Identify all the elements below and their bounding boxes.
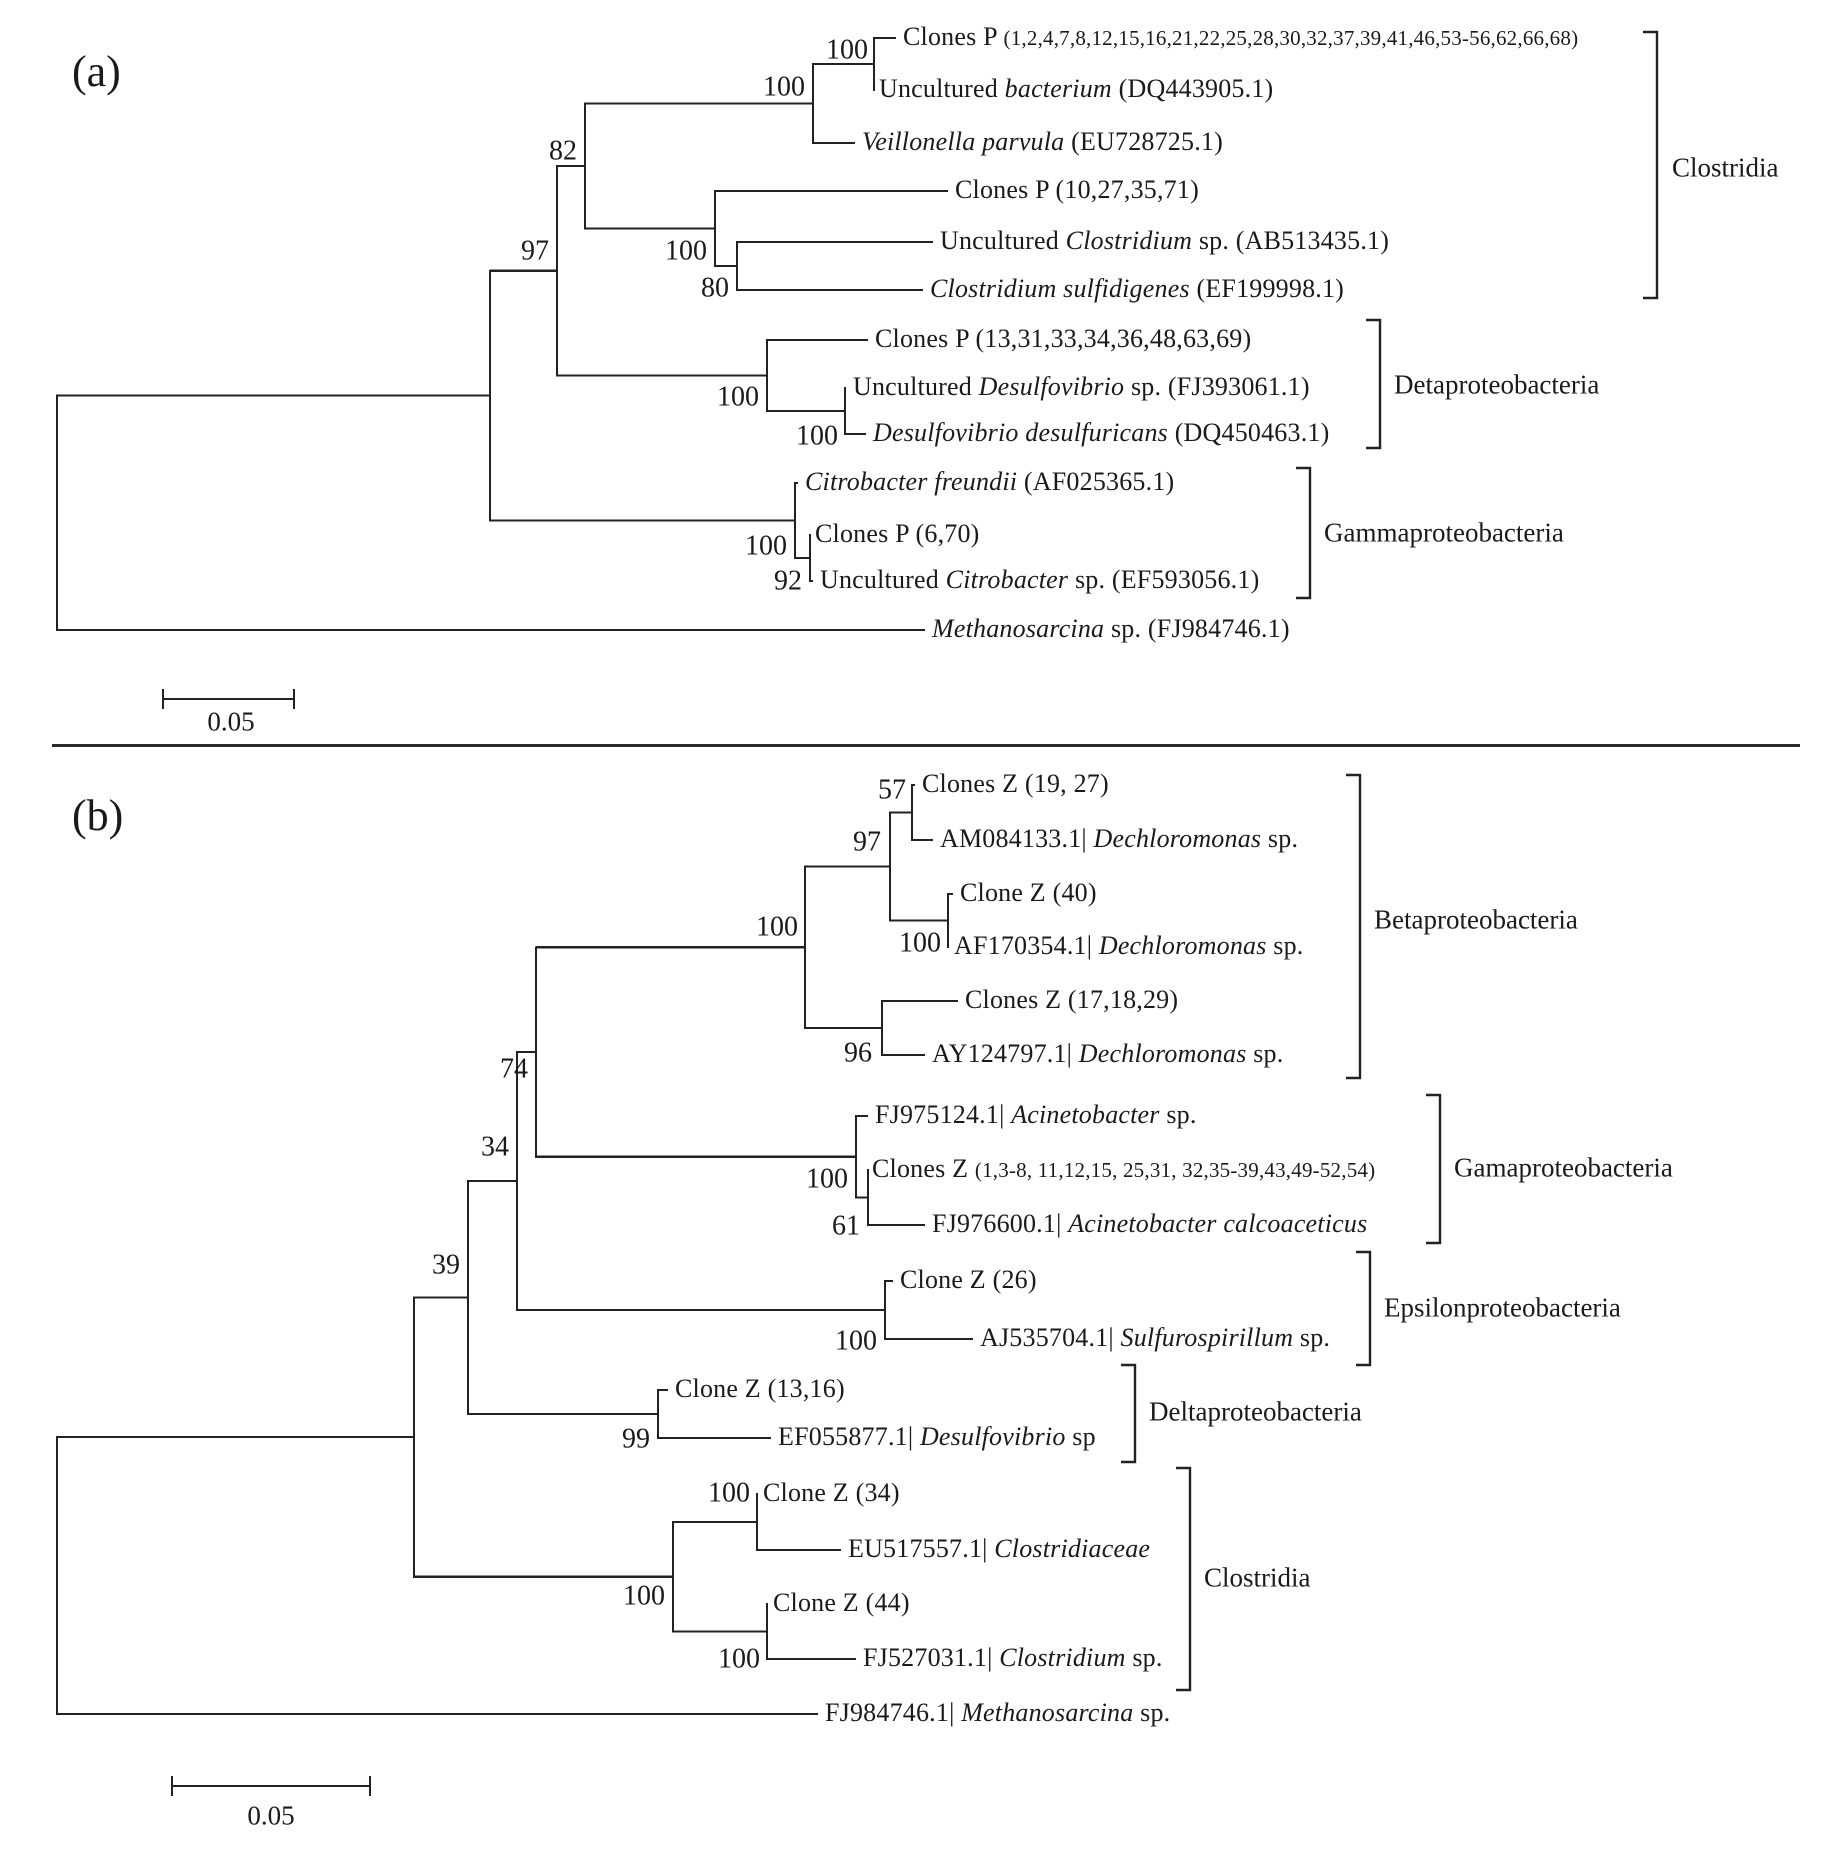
clade-label: Deltaproteobacteria xyxy=(1149,1396,1362,1427)
taxon-label: Clone Z (44) xyxy=(773,1587,910,1617)
taxon-label: FJ527031.1| Clostridium sp. xyxy=(863,1642,1163,1672)
bootstrap-value: 39 xyxy=(432,1249,460,1281)
taxon-label: AY124797.1| Dechloromonas sp. xyxy=(932,1038,1284,1068)
bootstrap-value: 96 xyxy=(844,1037,872,1069)
taxon-label: Clone Z (40) xyxy=(960,877,1097,907)
taxon-label: Clones Z (19, 27) xyxy=(922,768,1109,798)
taxon-label: Uncultured bacterium (DQ443905.1) xyxy=(879,73,1274,103)
bootstrap-value: 100 xyxy=(826,34,868,66)
clade-label: Clostridia xyxy=(1672,152,1779,183)
clade-bracket xyxy=(1296,466,1312,600)
bootstrap-value: 80 xyxy=(701,272,729,304)
taxon-label: Desulfovibrio desulfuricans (DQ450463.1) xyxy=(873,417,1330,447)
clade-bracket xyxy=(1176,1466,1192,1692)
bootstrap-value: 57 xyxy=(878,774,906,806)
taxon-label: EU517557.1| Clostridiaceae xyxy=(848,1533,1151,1563)
taxon-label: Clostridium sulfidigenes (EF199998.1) xyxy=(930,273,1345,303)
clade-bracket xyxy=(1121,1363,1137,1464)
bootstrap-value: 82 xyxy=(549,135,577,167)
scale-bar-label: 0.05 xyxy=(207,706,255,737)
bootstrap-value: 61 xyxy=(832,1210,860,1242)
taxon-label: Clones Z (1,3-8, 11,12,15, 25,31, 32,35-… xyxy=(872,1153,1376,1183)
taxon-label: Clones P (10,27,35,71) xyxy=(955,174,1199,204)
clade-label: Betaproteobacteria xyxy=(1374,904,1578,935)
bootstrap-value: 92 xyxy=(774,565,802,597)
clade-label: Clostridia xyxy=(1204,1562,1311,1593)
bootstrap-value: 100 xyxy=(756,911,798,943)
taxon-label: Clones P (6,70) xyxy=(815,518,980,548)
clade-bracket xyxy=(1426,1093,1442,1245)
taxon-label: Citrobacter freundii (AF025365.1) xyxy=(805,466,1175,496)
taxon-label: FJ975124.1| Acinetobacter sp. xyxy=(875,1099,1197,1129)
taxon-label: Veillonella parvula (EU728725.1) xyxy=(862,126,1223,156)
panel-label-a: (a) xyxy=(72,47,121,96)
bootstrap-value: 97 xyxy=(853,826,881,858)
bootstrap-value: 34 xyxy=(481,1131,509,1163)
panel-divider xyxy=(52,744,1800,747)
bootstrap-value: 100 xyxy=(665,235,707,267)
panel-label-b: (b) xyxy=(72,791,124,840)
bootstrap-value: 100 xyxy=(899,927,941,959)
taxon-label: Clone Z (13,16) xyxy=(675,1373,845,1403)
bootstrap-value: 100 xyxy=(796,420,838,452)
taxon-label: EF055877.1| Desulfovibrio sp xyxy=(778,1421,1096,1451)
taxon-label: Clones P (13,31,33,34,36,48,63,69) xyxy=(875,323,1252,353)
taxon-label: Uncultured Clostridium sp. (AB513435.1) xyxy=(940,225,1390,255)
taxon-label: Uncultured Citrobacter sp. (EF593056.1) xyxy=(820,564,1260,594)
taxon-label: Clone Z (26) xyxy=(900,1264,1037,1294)
taxon-label: Uncultured Desulfovibrio sp. (FJ393061.1… xyxy=(853,371,1310,401)
bootstrap-value: 99 xyxy=(622,1423,650,1455)
bootstrap-value: 100 xyxy=(835,1325,877,1357)
clade-bracket xyxy=(1366,318,1382,450)
bootstrap-value: 100 xyxy=(708,1477,750,1509)
bootstrap-value: 100 xyxy=(623,1580,665,1612)
bootstrap-value: 100 xyxy=(806,1163,848,1195)
taxon-label: Methanosarcina sp. (FJ984746.1) xyxy=(932,613,1290,643)
taxon-label: Clones P (1,2,4,7,8,12,15,16,21,22,25,28… xyxy=(903,21,1579,51)
taxon-label: FJ976600.1| Acinetobacter calcoaceticus xyxy=(932,1208,1368,1238)
bootstrap-value: 100 xyxy=(763,71,805,103)
taxon-label: Clones Z (17,18,29) xyxy=(965,984,1179,1014)
taxon-label: AF170354.1| Dechloromonas sp. xyxy=(954,930,1304,960)
clade-bracket xyxy=(1356,1250,1372,1367)
bootstrap-value: 100 xyxy=(745,530,787,562)
clade-label: Gammaproteobacteria xyxy=(1324,517,1564,548)
clade-label: Epsilonproteobacteria xyxy=(1384,1292,1621,1323)
bootstrap-value: 97 xyxy=(521,235,549,267)
taxon-label: FJ984746.1| Methanosarcina sp. xyxy=(825,1697,1171,1727)
taxon-label: Clone Z (34) xyxy=(763,1477,900,1507)
taxon-label: AM084133.1| Dechloromonas sp. xyxy=(940,823,1299,853)
bootstrap-value: 100 xyxy=(718,1643,760,1675)
scale-bar-label: 0.05 xyxy=(247,1800,295,1831)
clade-label: Detaproteobacteria xyxy=(1394,369,1600,400)
clade-label: Gamaproteobacteria xyxy=(1454,1152,1673,1183)
clade-bracket xyxy=(1346,773,1362,1080)
bootstrap-value: 100 xyxy=(717,381,759,413)
taxon-label: AJ535704.1| Sulfurospirillum sp. xyxy=(980,1322,1331,1352)
clade-bracket xyxy=(1643,30,1659,300)
bootstrap-value: 74 xyxy=(500,1053,528,1085)
